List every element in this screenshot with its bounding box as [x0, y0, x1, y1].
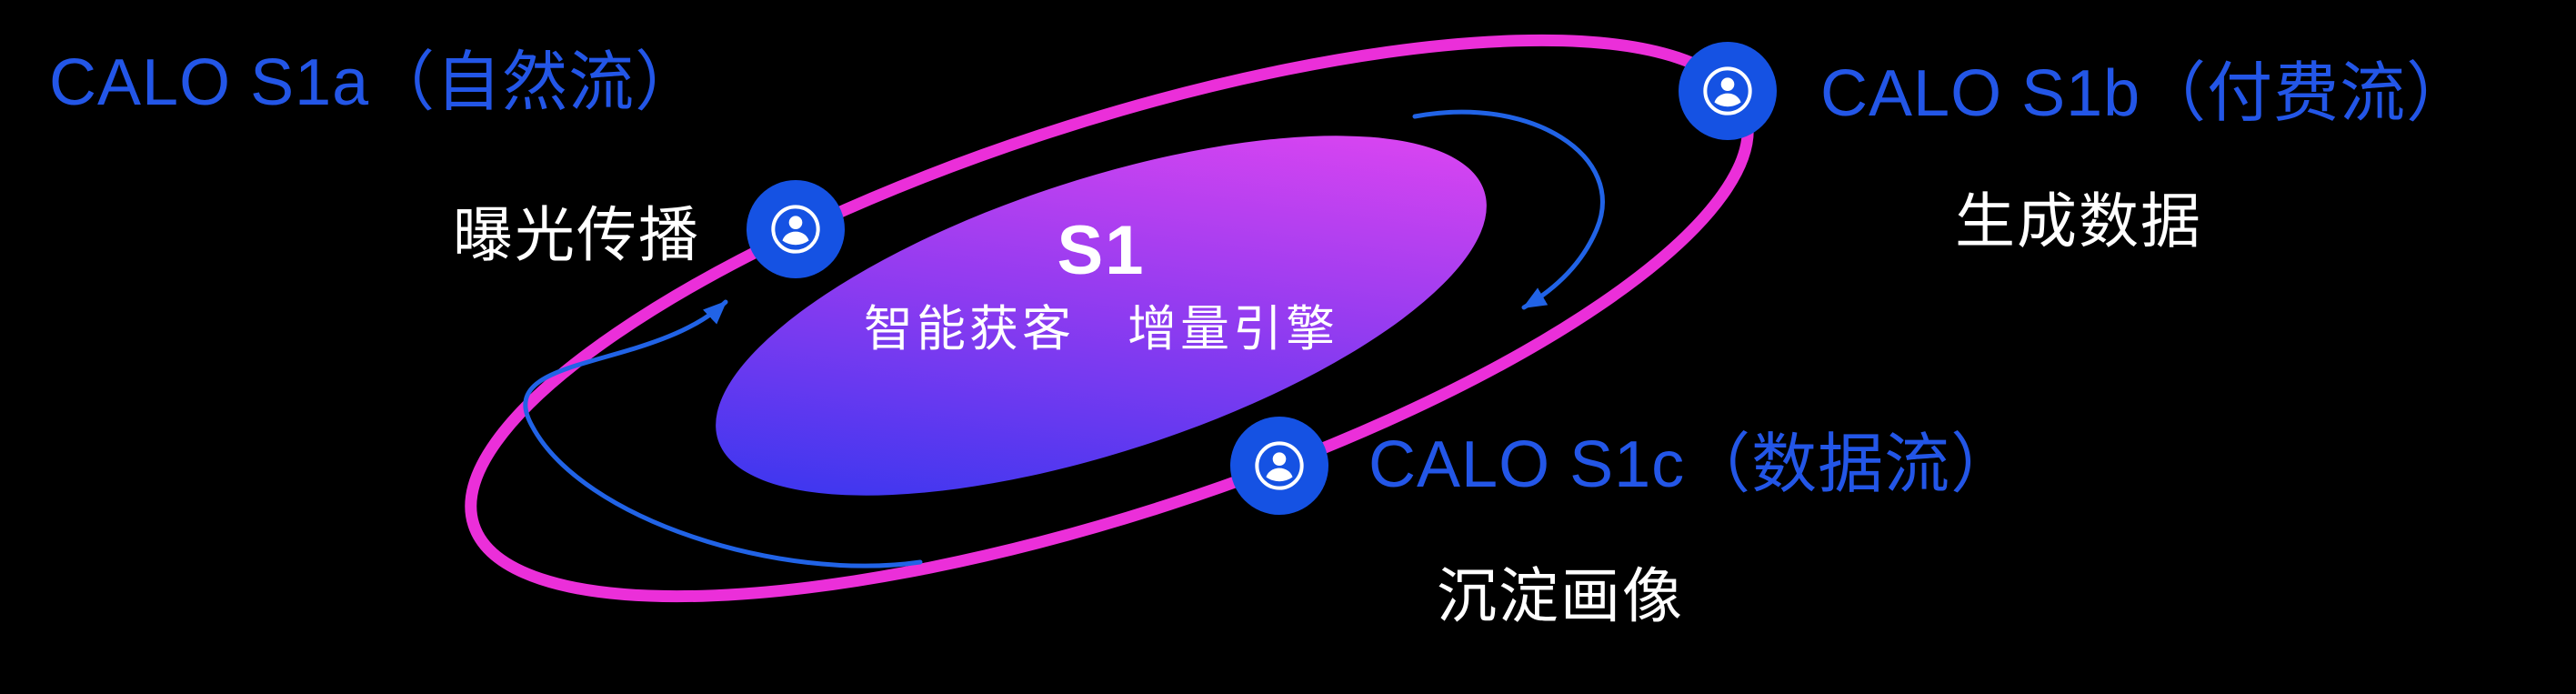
label-s1c-subtitle: 沉淀画像 [1437, 562, 1684, 629]
node-s1a [747, 180, 845, 278]
label-s1b-title: CALO S1b（付费流） [1820, 57, 2473, 130]
node-s1b [1679, 42, 1777, 140]
label-s1b-subtitle: 生成数据 [1955, 187, 2202, 255]
core-label-group: S1 智能获客 增量引擎 [737, 209, 1465, 361]
user-icon [771, 205, 820, 254]
flow-arrow-right [1412, 109, 1605, 310]
node-s1c [1230, 417, 1328, 515]
label-s1a-subtitle: 曝光传播 [453, 201, 700, 268]
label-s1a-title: CALO S1a（自然流） [49, 46, 702, 119]
user-icon [1255, 441, 1304, 490]
core-ellipse [716, 136, 1487, 496]
label-s1c-title: CALO S1c（数据流） [1368, 428, 2018, 501]
core-title: S1 [1057, 212, 1146, 289]
flow-arrow-left [523, 299, 923, 568]
core-subtitle: 智能获客 增量引擎 [864, 302, 1338, 357]
user-icon [1703, 66, 1752, 116]
